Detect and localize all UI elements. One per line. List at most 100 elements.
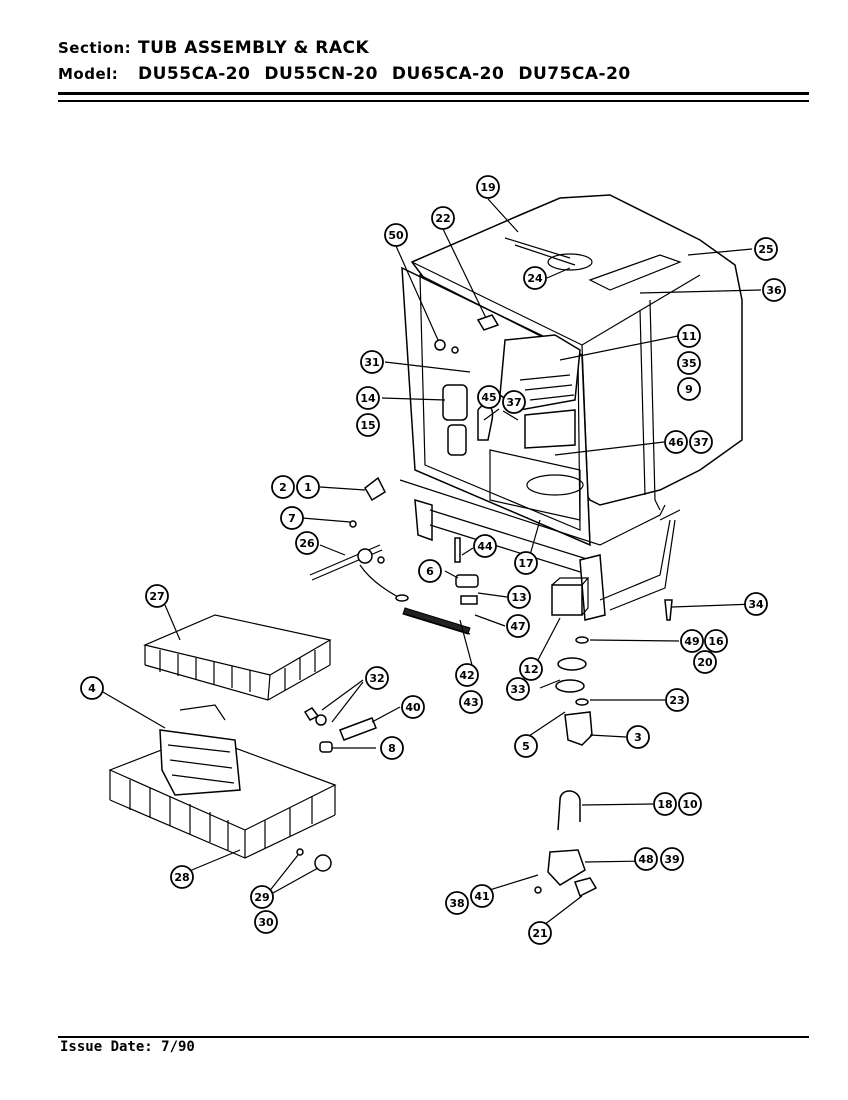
callout-number: 26 xyxy=(299,537,315,550)
callout-9: 9 xyxy=(677,377,701,401)
callout-circle xyxy=(296,475,320,499)
callout-number: 31 xyxy=(364,356,379,369)
callout-circle xyxy=(455,663,479,687)
callout-18: 18 xyxy=(653,792,677,816)
callout-39: 39 xyxy=(660,847,684,871)
callout-circle xyxy=(145,584,169,608)
callout-number: 10 xyxy=(682,798,698,811)
callout-circle xyxy=(170,865,194,889)
callout-circle xyxy=(693,650,717,674)
callout-number: 44 xyxy=(477,540,493,553)
callout-number: 9 xyxy=(685,383,693,396)
callout-circle xyxy=(470,884,494,908)
callout-circle xyxy=(418,559,442,583)
callout-number: 21 xyxy=(532,927,547,940)
callout-circle xyxy=(634,847,658,871)
callout-number: 37 xyxy=(693,436,708,449)
callout-circle xyxy=(626,725,650,749)
callout-number: 27 xyxy=(149,590,164,603)
callout-circle xyxy=(507,585,531,609)
callout-circle xyxy=(356,386,380,410)
model-number: DU55CN-20 xyxy=(264,64,378,84)
callout-33: 33 xyxy=(506,677,530,701)
callout-circle xyxy=(380,736,404,760)
callout-circle xyxy=(80,676,104,700)
callout-number: 8 xyxy=(388,742,396,755)
callout-42: 42 xyxy=(455,663,479,687)
callout-number: 3 xyxy=(634,731,642,744)
callout-number: 28 xyxy=(174,871,189,884)
callout-number: 35 xyxy=(681,357,696,370)
callout-circle xyxy=(384,223,408,247)
callout-50: 50 xyxy=(384,223,408,247)
callout-number: 23 xyxy=(669,694,684,707)
section-value: TUB ASSEMBLY & RACK xyxy=(138,38,370,58)
callout-number: 46 xyxy=(668,436,684,449)
callout-4: 4 xyxy=(80,676,104,700)
callout-number: 30 xyxy=(258,916,274,929)
callout-46: 46 xyxy=(664,430,688,454)
callout-circle xyxy=(280,506,304,530)
callout-15: 15 xyxy=(356,413,380,437)
callout-25: 25 xyxy=(754,237,778,261)
callout-circle xyxy=(514,551,538,575)
callout-number: 14 xyxy=(360,392,376,405)
tub-assembly-drawing xyxy=(399,194,743,621)
callout-14: 14 xyxy=(356,386,380,410)
callout-49: 49 xyxy=(680,629,704,653)
racks-drawing xyxy=(108,614,337,872)
header-rule-thick xyxy=(58,92,809,95)
callout-circle xyxy=(431,206,455,230)
callout-number: 38 xyxy=(449,897,464,910)
model-label: Model: xyxy=(58,65,119,83)
callout-circle xyxy=(477,385,501,409)
callout-12: 12 xyxy=(519,657,543,681)
callout-19: 19 xyxy=(476,175,500,199)
callout-3: 3 xyxy=(626,725,650,749)
callout-28: 28 xyxy=(170,865,194,889)
callout-23: 23 xyxy=(665,688,689,712)
callout-circle xyxy=(356,413,380,437)
callout-number: 13 xyxy=(511,591,526,604)
callout-number: 24 xyxy=(527,272,543,285)
callout-2: 2 xyxy=(271,475,295,499)
leader-lines xyxy=(95,198,762,926)
callout-number: 7 xyxy=(288,512,296,525)
callout-number: 19 xyxy=(480,181,495,194)
callout-number: 4 xyxy=(88,682,96,695)
callout-circle xyxy=(514,734,538,758)
callout-circle xyxy=(677,377,701,401)
callout-number: 48 xyxy=(638,853,653,866)
callout-circle xyxy=(250,885,274,909)
callout-11: 11 xyxy=(677,324,701,348)
header-rule-thin xyxy=(58,100,809,102)
callout-number: 25 xyxy=(758,243,773,256)
section-row: Section:TUB ASSEMBLY & RACK xyxy=(58,38,369,58)
callout-6: 6 xyxy=(418,559,442,583)
callout-circle xyxy=(506,614,530,638)
callout-37: 37 xyxy=(502,390,526,414)
callout-16: 16 xyxy=(704,629,728,653)
callout-20: 20 xyxy=(693,650,717,674)
callout-circle xyxy=(506,677,530,701)
callout-29: 29 xyxy=(250,885,274,909)
footer-rule xyxy=(58,1036,809,1038)
callout-circle xyxy=(665,688,689,712)
callout-circle xyxy=(365,666,389,690)
callout-circle xyxy=(762,278,786,302)
callout-number: 29 xyxy=(254,891,269,904)
callout-circle xyxy=(519,657,543,681)
callout-circle xyxy=(678,792,702,816)
callout-24: 24 xyxy=(523,266,547,290)
callout-37: 37 xyxy=(689,430,713,454)
callout-number: 39 xyxy=(664,853,679,866)
callout-number: 2 xyxy=(279,481,287,494)
callout-31: 31 xyxy=(360,350,384,374)
callout-circle xyxy=(754,237,778,261)
callout-circle xyxy=(254,910,278,934)
callout-circle xyxy=(744,592,768,616)
callout-circle xyxy=(401,695,425,719)
callout-32: 32 xyxy=(365,666,389,690)
